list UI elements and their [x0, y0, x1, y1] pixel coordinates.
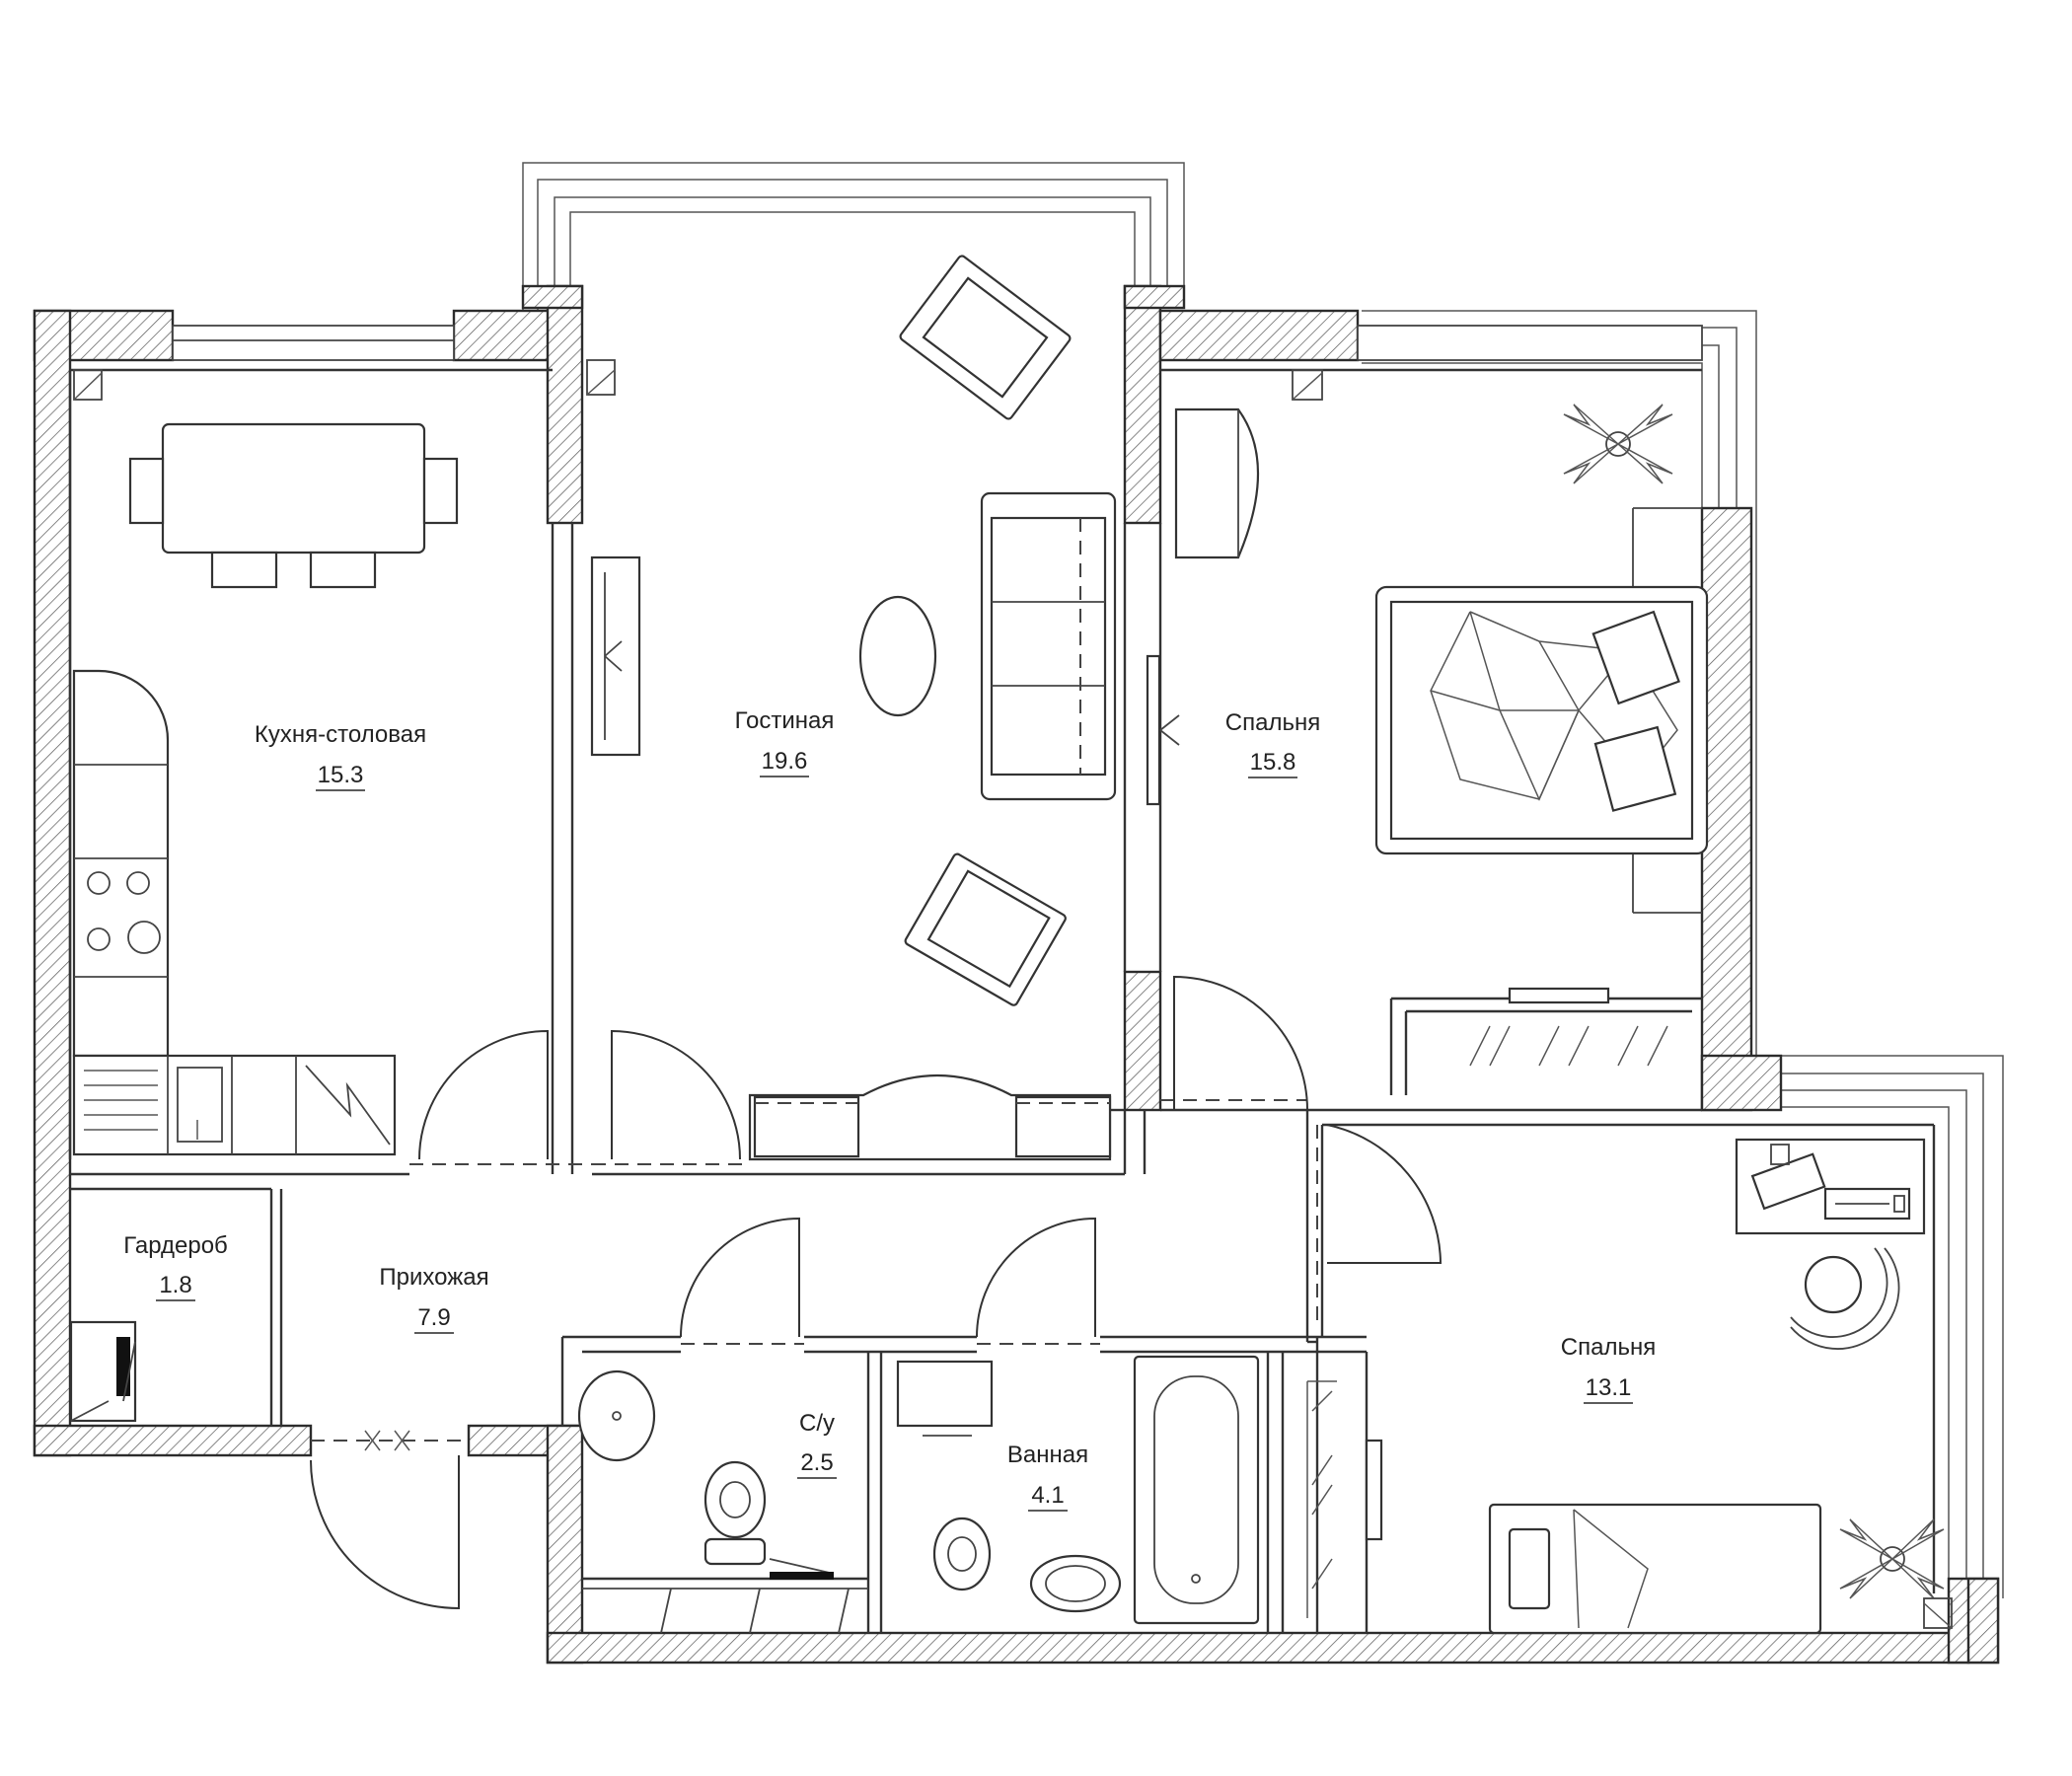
- sofa: [980, 491, 1117, 801]
- bedroom1-corner-mark: [1292, 369, 1323, 401]
- dining-table-set: [128, 422, 459, 589]
- room-name: Спальня: [1561, 1334, 1656, 1361]
- coffee-table: [858, 595, 937, 717]
- room-area: 15.8: [1250, 749, 1296, 776]
- vanity-table: [1174, 407, 1259, 559]
- loggia-bedroom-corner: [1362, 310, 2004, 1598]
- exterior-walls: [33, 284, 2000, 1665]
- doors: [310, 975, 1443, 1610]
- armchair-top: [899, 255, 1072, 420]
- bathroom-fixtures: [896, 1355, 1260, 1625]
- closet-storage: [1306, 1380, 1383, 1618]
- living-room-corner-mark: [586, 359, 616, 396]
- room-area: 15.3: [318, 762, 364, 788]
- room-name: Спальня: [1225, 709, 1320, 736]
- room-name: Гостиная: [735, 707, 835, 734]
- tv-stand: [590, 555, 641, 757]
- room-area: 2.5: [800, 1449, 833, 1476]
- tv-panel-bedroom: [1146, 654, 1180, 806]
- room-name: Кухня-столовая: [255, 721, 426, 748]
- room-area: 1.8: [159, 1272, 191, 1298]
- room-area: 4.1: [1031, 1482, 1064, 1509]
- double-bed: [1374, 585, 1709, 855]
- room-area: 7.9: [417, 1304, 450, 1331]
- room-hallway: Прихожая 7.9: [379, 1264, 489, 1334]
- room-bedroom-1: Спальня 15.8: [1225, 709, 1320, 778]
- plant-bedroom2: [1839, 1518, 1945, 1599]
- room-bathroom: Ванная 4.1: [1007, 1442, 1088, 1512]
- room-area: 19.6: [762, 748, 808, 775]
- room-living-room: Гостиная 19.6: [735, 707, 835, 777]
- room-name: Ванная: [1007, 1442, 1088, 1468]
- living-room-storage: [748, 1074, 1112, 1161]
- room-name: Гардероб: [123, 1232, 228, 1259]
- loggia-living-room: [522, 162, 1185, 311]
- kitchen-cabinets: [72, 669, 397, 1156]
- openings: [311, 1099, 1318, 1442]
- bedroom2-corner-mark: [1923, 1597, 1953, 1629]
- wc-fixtures: [577, 1369, 868, 1634]
- room-kitchen-dining: Кухня-столовая 15.3: [255, 721, 426, 791]
- room-wc: С/у 2.5: [797, 1410, 837, 1479]
- room-area: 13.1: [1586, 1374, 1632, 1401]
- desk-set: [1735, 1138, 1926, 1350]
- armchair-bottom: [904, 852, 1067, 1006]
- plant-bedroom1: [1563, 404, 1673, 484]
- bedroom-window: [1357, 325, 1703, 361]
- room-name: Прихожая: [379, 1264, 488, 1291]
- room-bedroom-2: Спальня 13.1: [1561, 1334, 1656, 1404]
- wardrobe-bedroom1: [1469, 1025, 1668, 1067]
- wardrobe-shelf: [69, 1320, 137, 1423]
- single-bed: [1488, 1503, 1822, 1635]
- room-wardrobe: Гардероб 1.8: [123, 1232, 228, 1301]
- room-name: С/у: [799, 1410, 835, 1437]
- kitchen-corner-mark: [73, 369, 103, 401]
- entrance-marker: [364, 1430, 410, 1451]
